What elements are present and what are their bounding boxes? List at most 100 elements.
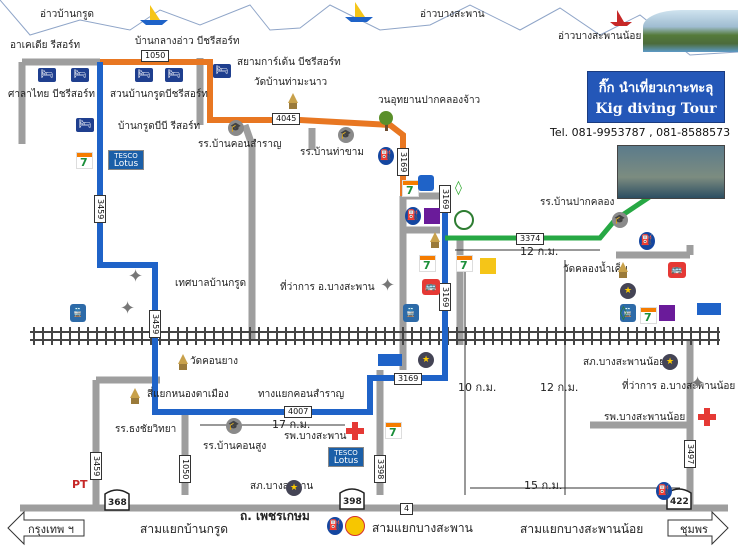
label-district-office-noi: ที่ว่าการ อ.บางสะพานน้อย <box>622 381 736 392</box>
label-school-tha-kham: รร.บ้านท่าขาม <box>300 147 364 158</box>
lotus-text: Lotus <box>333 456 359 466</box>
label-wat-khon-yang: วัดคอนยาง <box>190 356 238 367</box>
label-junction-bang-saphan: สามแยกบางสะพาน <box>372 521 473 535</box>
gas-station-icon: ⛽ <box>405 207 421 225</box>
gas-station-icon: ⛽ <box>639 232 655 250</box>
garuda-icon: ✦ <box>380 275 396 296</box>
school-icon: 🎓 <box>228 120 244 136</box>
hotel-bed-icon: 🛏 <box>38 68 56 82</box>
temple-icon <box>130 388 140 404</box>
gas-station-icon: ⛽ <box>656 482 672 500</box>
police-icon: ★ <box>662 354 678 370</box>
bus-icon: 🚌 <box>668 262 686 278</box>
highway-shield-368 <box>104 489 130 511</box>
label-ban-krut-bibi: บ้านกรูดบีบี รีสอร์ท <box>118 121 201 132</box>
distance-lines <box>200 249 680 495</box>
label-ao-bang-saphan-noi: อ่าวบางสะพานน้อย <box>558 31 642 42</box>
ptt-logo-icon: PT <box>72 478 88 491</box>
shield-398-label: 398 <box>343 497 362 507</box>
bank-icon: ◊ <box>620 305 627 321</box>
road-3374: 3374 <box>516 233 545 245</box>
island-photo <box>643 10 738 52</box>
road-3459-low: 3459 <box>90 452 102 481</box>
hotel-bed-icon: 🛏 <box>135 68 153 82</box>
road-3497: 3497 <box>684 440 696 469</box>
business-banner: กิ๊ก นำเที่ยวเกาะทะลุ Kig diving Tour <box>587 71 725 123</box>
label-phetkasem-road: ถ. เพชรเกษม <box>240 509 310 523</box>
bank-icon <box>454 210 474 230</box>
road-3169-top: 3169 <box>397 148 409 177</box>
business-name-th: กิ๊ก นำเที่ยวเกาะทะลุ <box>598 81 714 96</box>
label-school-thong-chai: รร.ธงชัยวิทยา <box>115 424 177 435</box>
arrow-left-bangkok <box>7 510 85 546</box>
bank-icon <box>418 175 434 191</box>
temple-icon <box>618 262 628 278</box>
highway-shield-398 <box>339 488 365 510</box>
railway-logo-icon <box>378 354 402 366</box>
shield-368-label: 368 <box>108 498 127 508</box>
gas-station-icon: ⛽ <box>327 517 343 535</box>
label-junction-ban-krut: สามแยกบ้านกรูด <box>140 522 229 536</box>
label-sala-thai: ศาลาไทย บีชรีสอร์ท <box>8 89 95 100</box>
hotel-bed-icon: 🛏 <box>76 118 94 132</box>
label-school-khon-samran: รร.บ้านคอนสำราญ <box>198 139 282 150</box>
road-1050-top: 1050 <box>141 50 170 62</box>
label-academy-resort: อาเคเดีย รีสอร์ท <box>10 40 81 51</box>
label-khon-samran-junction: ทางแยกคอนสำราญ <box>258 389 345 400</box>
garuda-icon: ✦ <box>690 373 706 394</box>
seven-eleven-icon <box>640 307 657 324</box>
road-4: 4 <box>400 503 414 515</box>
hotel-bed-icon: 🛏 <box>71 68 89 82</box>
coastline <box>0 0 738 56</box>
railway-ties <box>33 327 719 345</box>
road-4045: 4045 <box>272 113 301 125</box>
hotel-bed-icon: 🛏 <box>213 64 231 78</box>
label-school-khon-sung: รร.บ้านคอนสูง <box>203 441 267 452</box>
road-3169-bottom: 3169 <box>394 373 423 385</box>
bank-icon: ◊ <box>455 180 462 196</box>
label-tessaban: เทศบาลบ้านกรูด <box>175 278 247 289</box>
bus-icon: 🚌 <box>422 279 440 295</box>
road-3169-low: 3169 <box>439 283 451 312</box>
seven-eleven-icon <box>419 255 436 272</box>
orange-route <box>100 59 406 196</box>
road-3169-mid: 3169 <box>439 185 451 214</box>
train-station-icon: 🚆 <box>70 304 86 322</box>
blue-route <box>97 62 448 415</box>
seven-eleven-icon <box>402 180 419 197</box>
railway-logo-icon <box>697 303 721 315</box>
label-dist-12km: 12 ก.ม. <box>540 381 579 394</box>
garuda-icon: ✦ <box>120 298 136 319</box>
label-dist-12km-top: 12 ก.ม. <box>520 245 559 258</box>
seven-eleven-icon <box>76 152 93 169</box>
business-phone: Tel. 081-9953787 , 081-8588573 <box>550 126 731 139</box>
label-wanuthayan: วนอุทยานปากคลองจ้าว <box>378 95 481 106</box>
label-dist-15km: 15 ก.ม. <box>524 479 563 492</box>
school-icon: 🎓 <box>226 418 242 434</box>
school-icon: 🎓 <box>612 212 628 228</box>
label-ao-bang-saphan: อ่าวบางสะพาน <box>420 9 485 20</box>
temple-icon <box>430 232 440 248</box>
boat-photo <box>617 145 725 199</box>
label-nong-ta-mueang: สี่แยกหนองตาเมือง <box>147 389 229 400</box>
label-to-bangkok: กรุงเทพ ฯ <box>28 523 74 536</box>
road-3459-mid: 3459 <box>149 310 161 339</box>
road-1050-low: 1050 <box>179 455 191 484</box>
hotel-bed-icon: 🛏 <box>165 68 183 82</box>
train-station-icon: 🚆 <box>403 304 419 322</box>
bank-icon <box>659 305 675 321</box>
label-dist-10km: 10 ก.ม. <box>458 381 497 394</box>
tesco-text: TESCO <box>334 449 358 457</box>
label-police-bang-saphan-noi: สภ.บางสะพานน้อย <box>583 357 665 368</box>
garuda-icon: ✦ <box>128 266 144 287</box>
tesco-text: TESCO <box>114 152 138 160</box>
shell-logo-icon <box>345 516 365 536</box>
road-3398: 3398 <box>374 455 386 484</box>
shield-422-label: 422 <box>670 497 689 507</box>
label-suan-ban-krut: สวนบ้านกรูดบีชรีสอร์ท <box>110 89 208 100</box>
sailboat-3 <box>610 10 632 26</box>
label-siam-garden: สยามการ์เด้น บีชรีสอร์ท <box>237 57 341 68</box>
business-name-en: Kig diving Tour <box>595 101 717 117</box>
